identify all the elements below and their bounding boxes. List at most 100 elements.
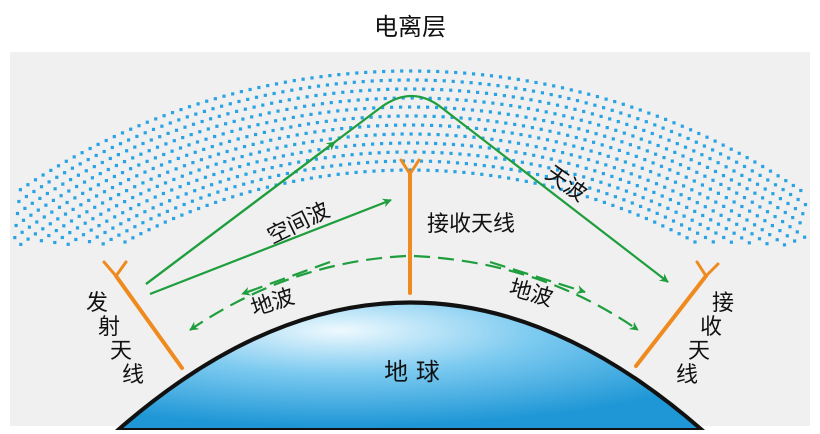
ionosphere-dot [529,98,533,102]
ionosphere-dot [441,115,445,119]
ionosphere-dot [524,115,528,119]
ionosphere-dot [63,171,67,175]
ionosphere-dot [676,171,680,175]
ionosphere-dot [95,194,99,198]
ionosphere-dot [656,143,660,148]
ionosphere-dot [249,152,253,156]
ionosphere-dot [428,159,433,163]
ionosphere-dot [768,233,772,237]
ionosphere-dot [272,91,276,96]
ionosphere-dot [428,96,432,100]
ionosphere-dot [299,87,303,91]
ionosphere-dot [319,75,323,79]
ionosphere-dot [742,196,747,200]
ionosphere-dot [145,159,149,163]
ionosphere-dot [303,168,307,172]
ionosphere-dot [603,134,607,138]
ionosphere-dot [409,132,413,136]
ionosphere-dot [217,114,221,118]
ionosphere-dot [346,135,350,139]
ionosphere-dot [635,184,639,188]
ionosphere-dot [118,142,123,146]
ionosphere-dot [129,167,133,171]
ionosphere-dot [182,202,186,207]
ionosphere-dot [614,128,618,132]
ionosphere-dot [143,131,147,135]
ionosphere-dot [224,187,228,191]
ionosphere-dot [314,157,318,161]
ionosphere-dot [225,149,229,154]
ionosphere-dot [593,169,597,173]
ionosphere-dot [482,164,486,168]
ionosphere-dot [488,110,492,114]
ionosphere-dot [472,135,476,139]
ionosphere-dot [597,123,601,127]
ionosphere-dot [610,174,614,178]
ionosphere-dot [295,133,299,137]
ionosphere-dot [776,206,780,210]
ionosphere-dot [213,97,217,101]
ionosphere-dot [336,172,340,176]
ionosphere-dot [584,101,588,105]
ionosphere-dot [390,105,394,109]
ionosphere-dot [274,82,279,86]
ionosphere-dot [534,80,538,85]
ionosphere-dot [770,224,774,228]
ionosphere-dot [330,164,334,168]
ionosphere-dot [407,141,411,145]
ionosphere-dot [86,158,90,162]
ionosphere-dot [64,159,68,163]
ionosphere-dot [137,163,141,167]
ionosphere-dot [472,72,476,76]
ionosphere-dot [355,71,359,75]
ionosphere-dot [417,168,421,172]
ionosphere-dot [655,114,659,118]
radio-wave-propagation-diagram: 地 球 空间波 天 [0,52,820,432]
ionosphere-dot [296,96,300,100]
ionosphere-dot [727,187,731,191]
ionosphere-dot [501,130,505,134]
ionosphere-dot [266,148,270,152]
ionosphere-dot [507,176,511,180]
ionosphere-dot [529,162,533,166]
ionosphere-dot [652,190,656,194]
ionosphere-dot [745,218,749,222]
ground-wave-left-arrow [241,260,331,296]
ionosphere-dot [92,165,96,169]
ionosphere-dot [195,178,199,182]
ionosphere-dot [160,124,164,128]
ionosphere-dot [735,160,739,164]
ionosphere-dot [237,99,241,104]
ionosphere-dot [714,231,718,235]
ionosphere-dot [609,146,613,150]
ionosphere-dot [277,173,281,177]
ground-wave-right-arrow [489,260,586,294]
ground-wave-right [413,254,639,331]
ionosphere-dot [202,147,206,151]
ionosphere-dot [163,220,167,224]
ionosphere-dot [578,90,582,94]
ionosphere-dot [689,128,693,132]
ionosphere-dot [684,175,688,179]
ionosphere-dot [311,103,316,107]
ionosphere-dot [257,187,261,191]
ionosphere-dot [706,196,710,200]
ionosphere-dot [71,207,75,211]
ionosphere-dot [42,215,46,219]
ionosphere-dot [496,147,500,151]
ionosphere-dot [228,102,232,106]
ionosphere-dot [678,163,683,167]
ionosphere-dot [84,169,88,173]
ionosphere-dot [195,140,200,144]
ionosphere-dot [292,179,296,183]
ionosphere-dot [567,161,571,165]
ionosphere-dot [795,230,799,234]
ionosphere-dot [201,186,205,190]
ionosphere-dot [503,157,507,161]
ionosphere-dot [469,81,473,85]
ionosphere-dot [45,191,49,196]
ionosphere-dot [540,91,544,95]
ionosphere-dot [365,97,369,101]
ionosphere-dot [293,142,297,147]
ionosphere-dot [616,186,620,190]
